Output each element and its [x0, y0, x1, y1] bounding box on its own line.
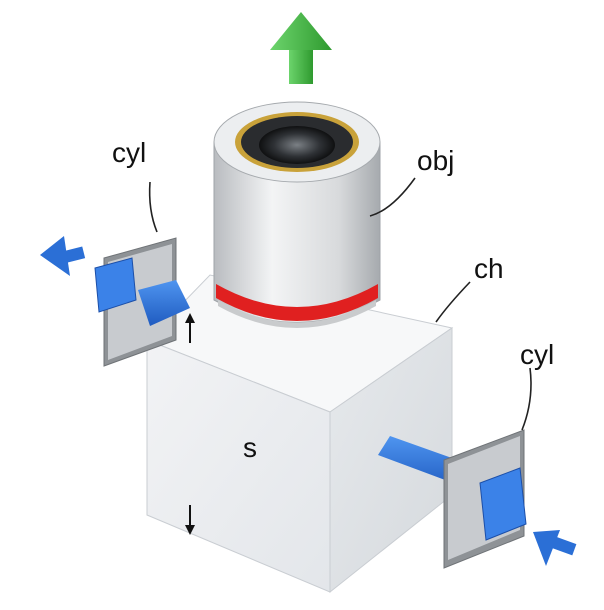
objective-lens — [259, 126, 335, 164]
small-up-arrow-icon — [185, 313, 195, 343]
leader-obj — [369, 177, 416, 217]
label-ch: ch — [474, 253, 504, 284]
left-cylinder — [40, 236, 190, 367]
right-cylinder — [378, 429, 577, 569]
leader-ch — [435, 281, 471, 323]
label-cyl-left: cyl — [112, 137, 146, 168]
leader-cyl-left — [148, 181, 158, 233]
left-blue-rod — [138, 280, 190, 326]
left-blue-arrow-icon — [40, 236, 86, 276]
small-down-arrow-icon — [185, 505, 195, 535]
label-obj: obj — [417, 145, 454, 176]
green-arrow-up-icon — [270, 12, 332, 84]
objective — [213, 101, 381, 328]
right-blue-arrow-icon — [533, 530, 577, 566]
leader-cyl-right — [521, 367, 532, 431]
label-cyl-right: cyl — [520, 339, 554, 370]
label-s: s — [243, 432, 257, 463]
objective-red-band — [216, 284, 378, 321]
